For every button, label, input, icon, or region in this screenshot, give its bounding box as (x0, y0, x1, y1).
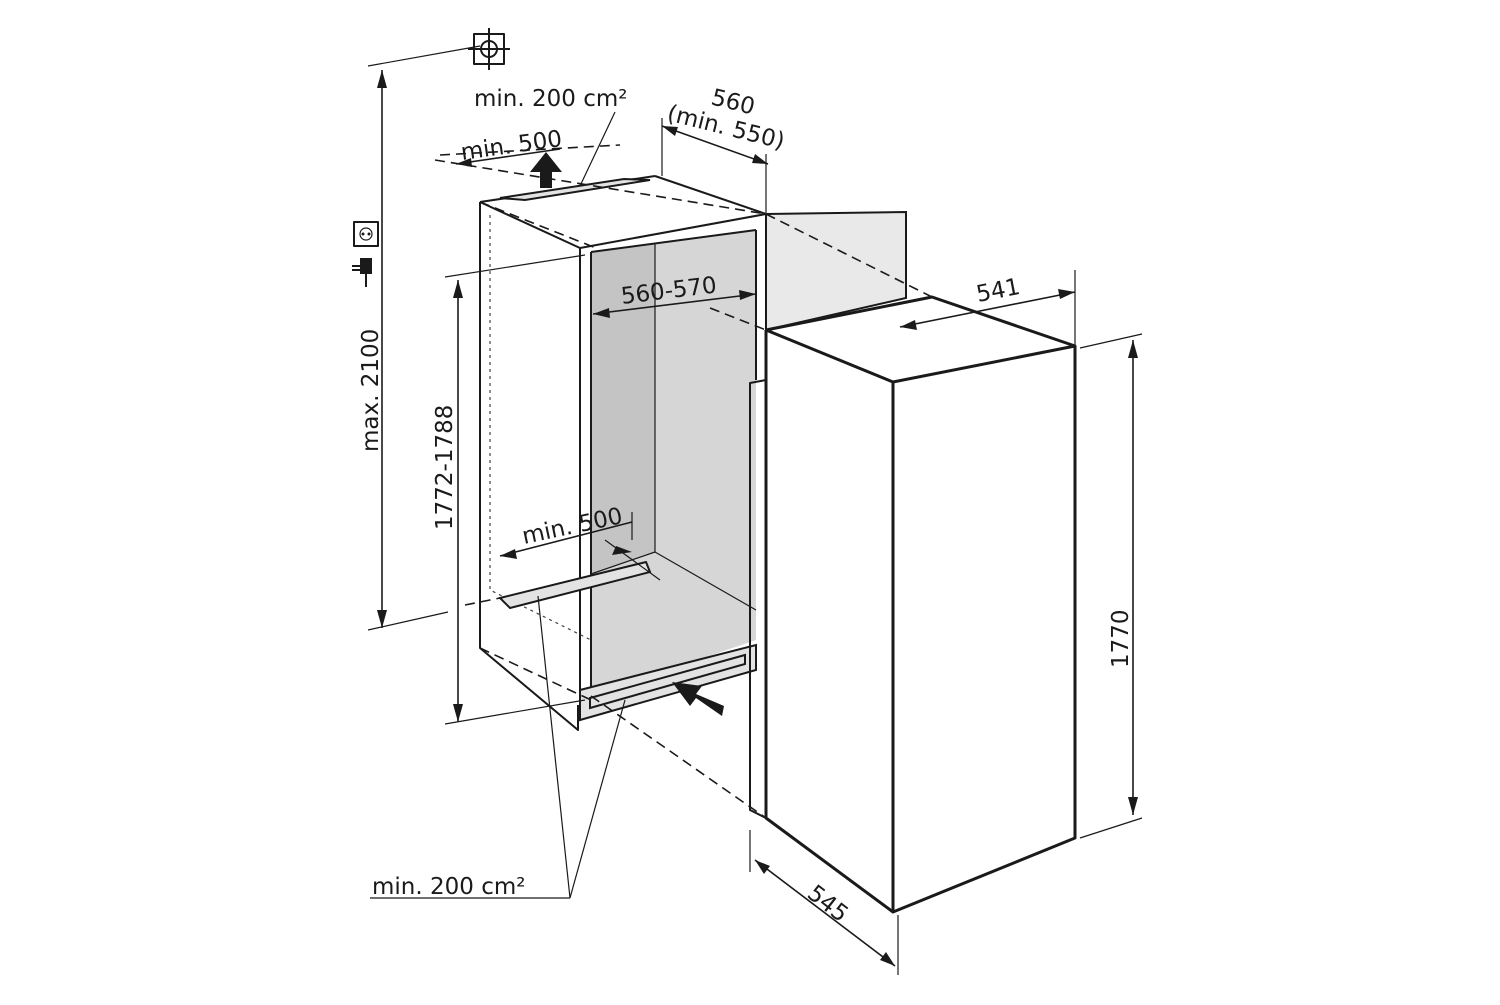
label-max-height: max. 2100 (358, 329, 384, 452)
dimension-lines (367, 45, 1143, 975)
label-appliance-depth: 545 (802, 880, 853, 928)
airflow-in-arrow (672, 682, 724, 716)
airflow-up-arrow (530, 152, 562, 188)
label-vent-bottom-area: min. 200 cm² (372, 874, 525, 900)
label-niche-height: 1772-1788 (432, 405, 458, 530)
plug-icon (352, 258, 372, 287)
label-appliance-height: 1770 (1108, 609, 1134, 668)
appliance-door (765, 210, 907, 332)
airflow-arrows (530, 152, 724, 716)
socket-icon (353, 221, 379, 247)
crosshair-icon (468, 28, 510, 70)
appliance-body (749, 295, 1077, 914)
bottom-vent-grille (579, 643, 757, 722)
niche-carcass (479, 175, 767, 731)
label-appliance-width: 541 (974, 274, 1022, 308)
top-vent-grille (499, 177, 651, 202)
leader-lines (370, 111, 626, 899)
label-vent-top-area: min. 200 cm² (474, 86, 627, 112)
